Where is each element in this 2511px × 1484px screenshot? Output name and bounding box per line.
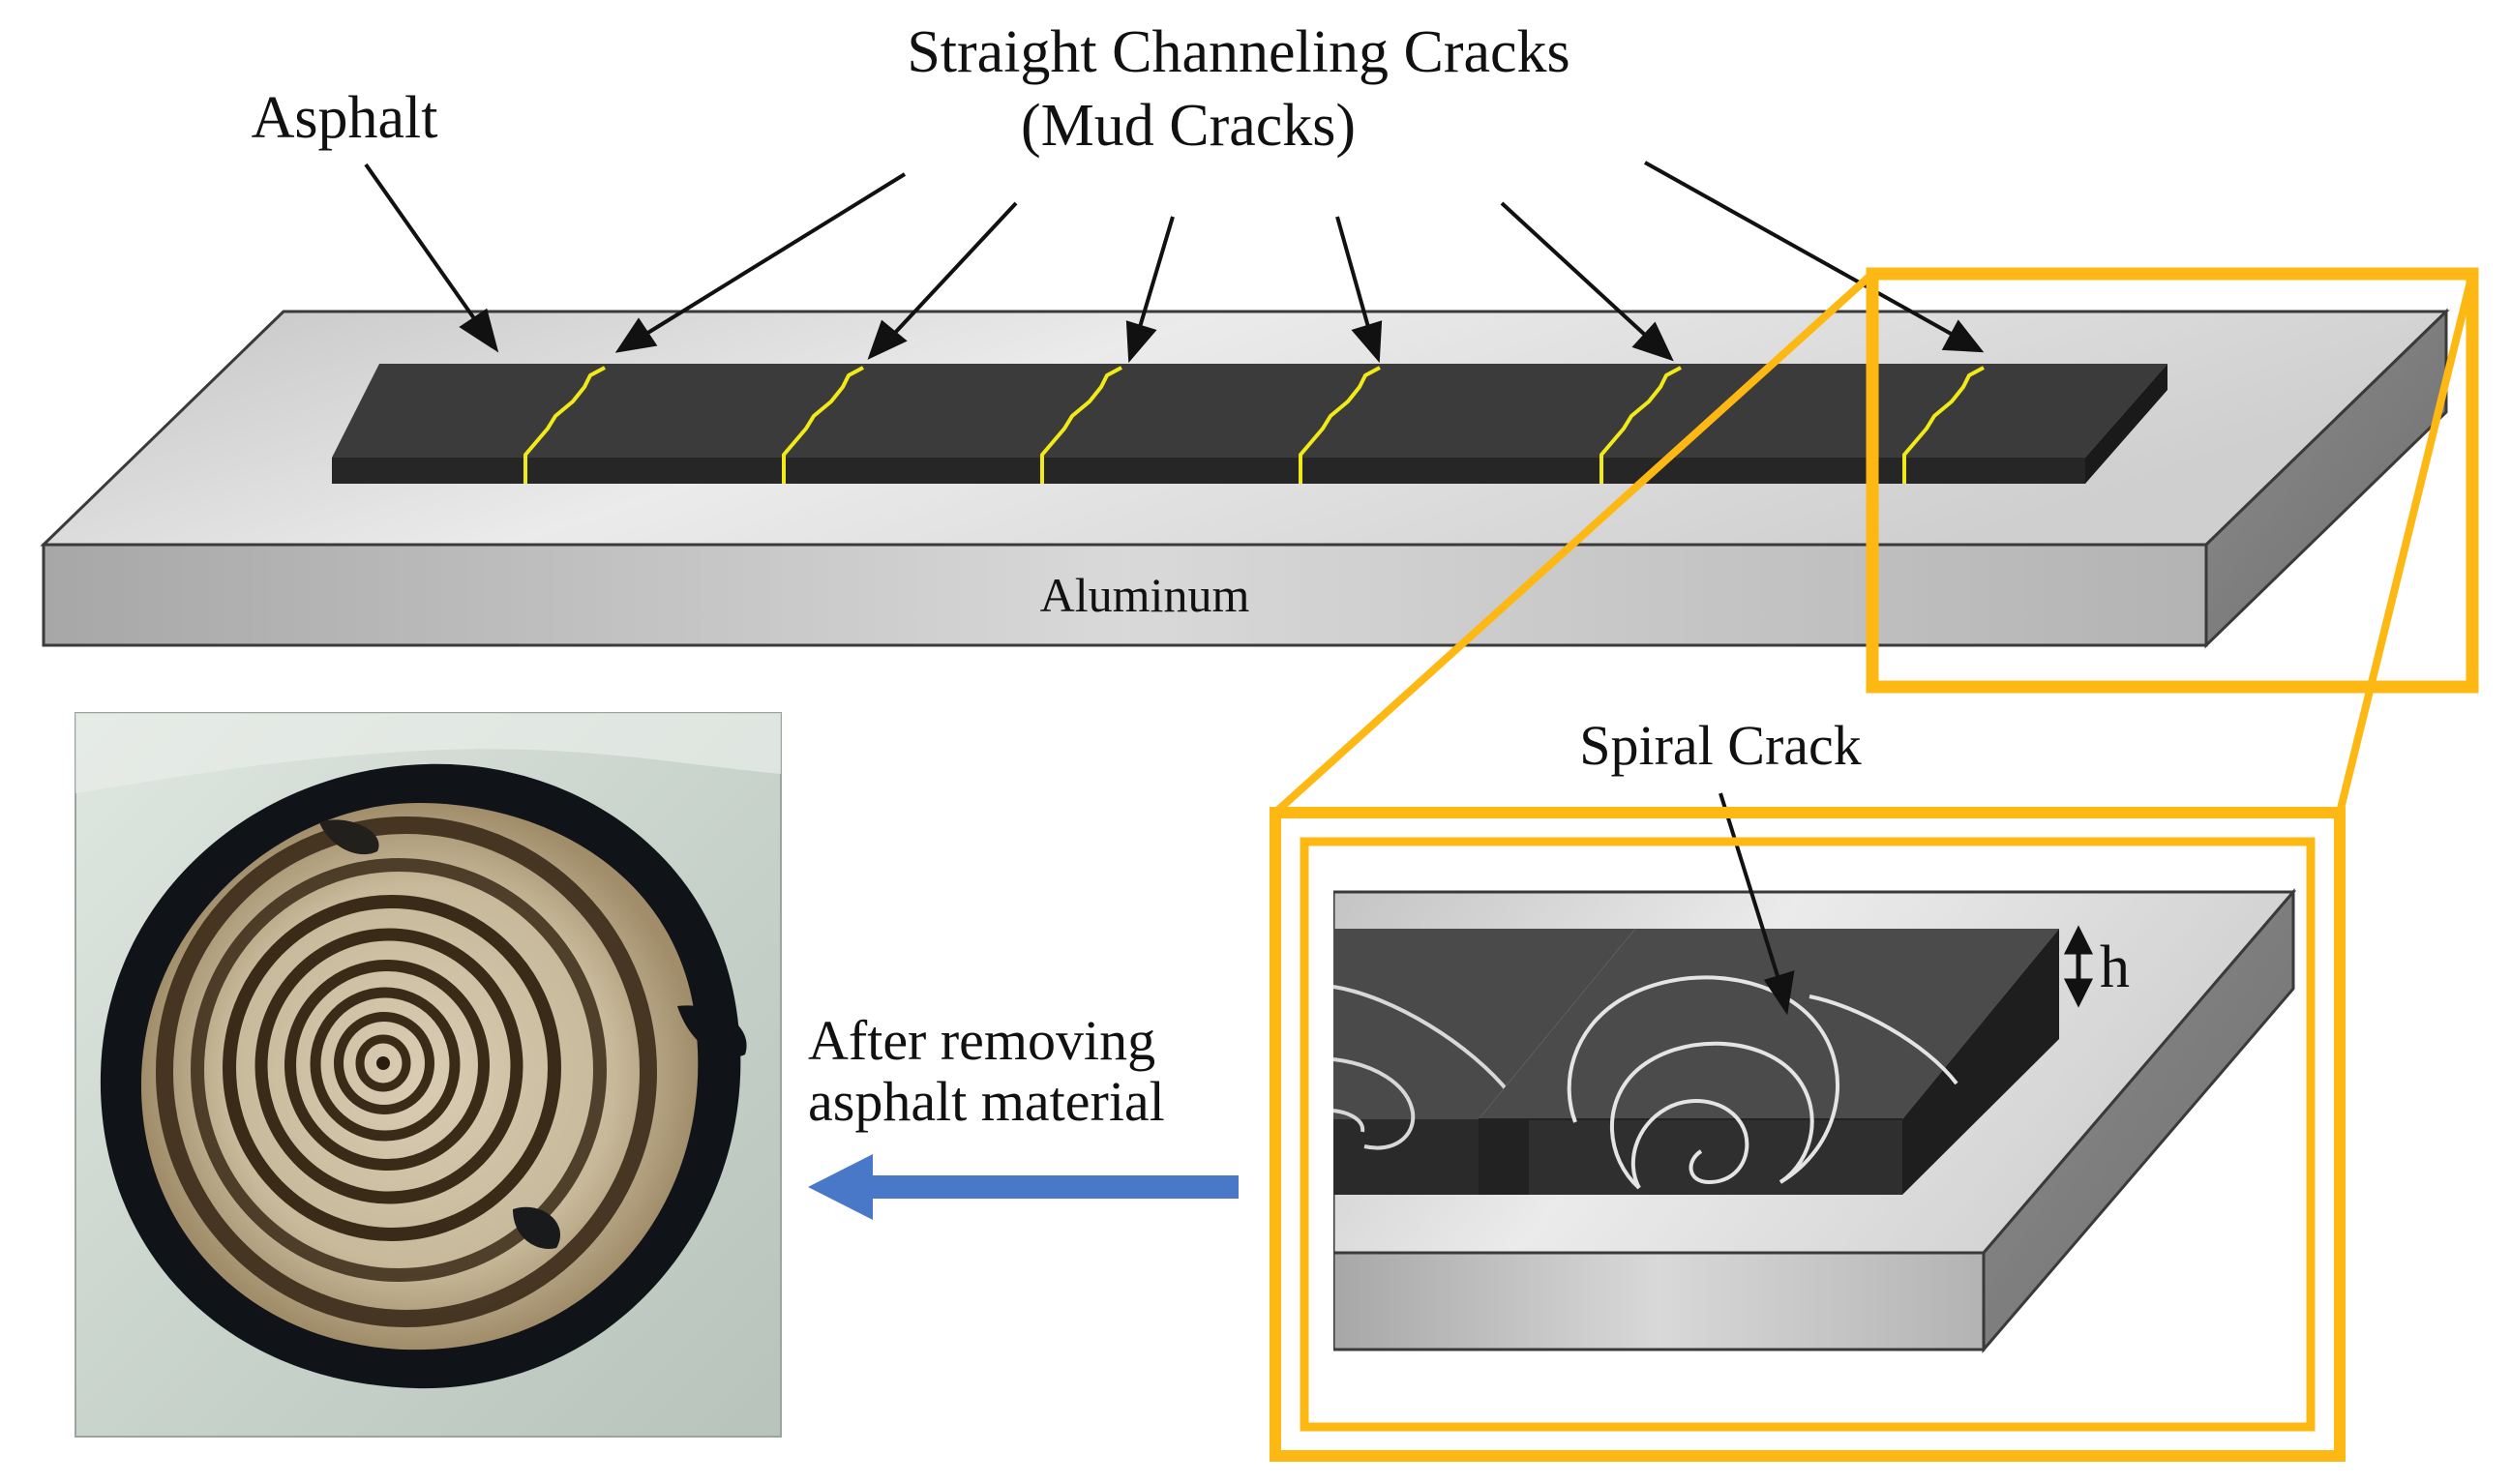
zoom-inset: h Spiral Crack [1270, 714, 2346, 1462]
straight-crack [1040, 366, 1122, 484]
aluminum-label: Aluminum [1040, 568, 1250, 622]
spiral-crack [1630, 1099, 1749, 1189]
spiral-pointer [1719, 792, 1795, 1016]
straight-crack [1902, 366, 1985, 484]
straight-cracks-label-line1: Straight Channeling Cracks [907, 19, 1569, 85]
removal-caption-line2: asphalt material [808, 1070, 1165, 1133]
thickness-arrow [2063, 925, 2094, 1008]
straight-crack [782, 366, 864, 484]
pointer-arrows [364, 161, 1985, 364]
highlight-box [1866, 267, 2479, 694]
asphalt-label: Asphalt [252, 85, 438, 151]
asphalt-strip [332, 364, 2167, 484]
straight-crack [1599, 366, 1682, 484]
straight-cracks-label-line2: (Mud Cracks) [1021, 93, 1356, 159]
connector-left [1272, 271, 1875, 816]
removal-caption-line1: After removing [808, 1009, 1155, 1072]
connector-right [2336, 273, 2476, 814]
substrate-photo [75, 712, 782, 1438]
zoom-highlight [1272, 267, 2479, 816]
spiral-crack-label: Spiral Crack [1579, 714, 1862, 777]
removal-arrow [808, 1154, 1239, 1220]
zoom-frame-outer [1270, 807, 2346, 1462]
zoom-frame-inner [1300, 837, 2316, 1432]
thickness-label: h [2100, 935, 2130, 1000]
straight-crack [523, 366, 606, 484]
straight-crack [1299, 366, 1381, 484]
straight-cracks [523, 366, 1985, 484]
